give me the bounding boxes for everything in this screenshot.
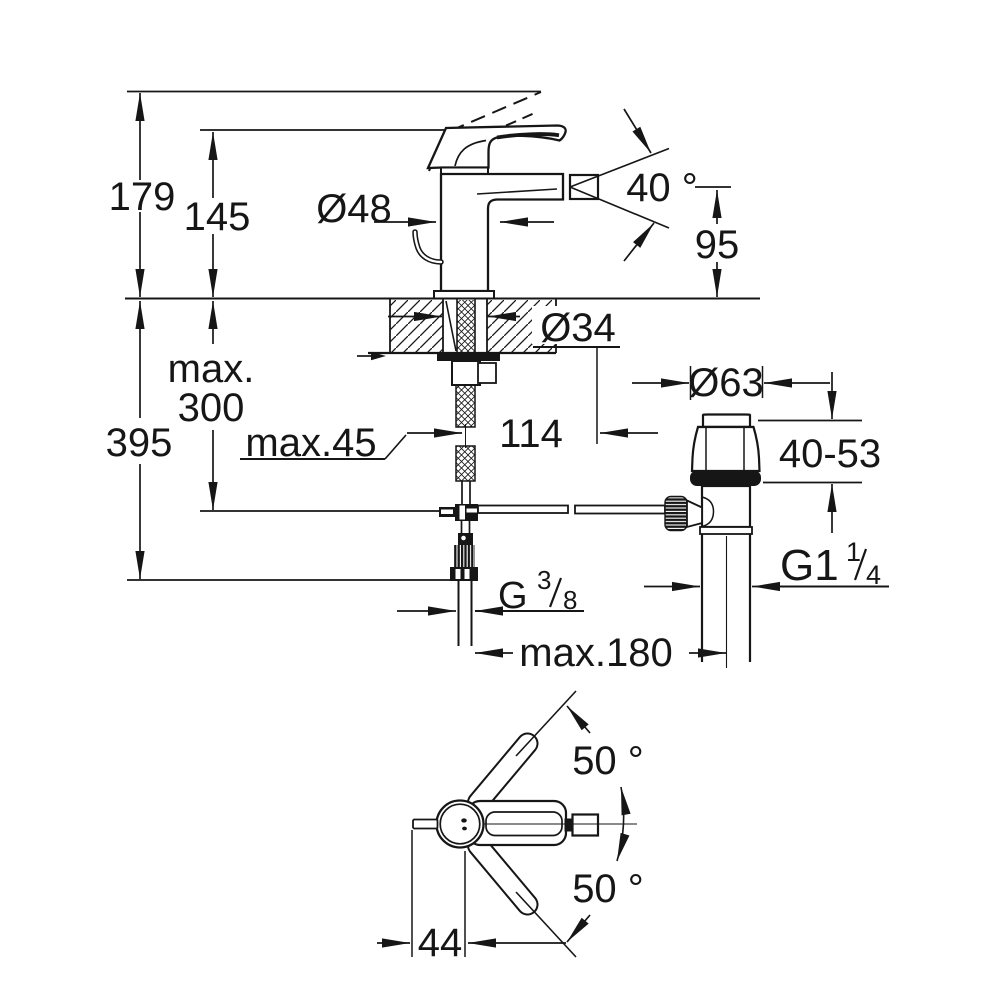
pop-up-rod-top-view	[412, 818, 439, 830]
dim-supply-thread: G 3 8	[498, 565, 577, 617]
dim-spout-to-waste: 114	[499, 412, 563, 456]
svg-text:8: 8	[563, 585, 577, 615]
dim-handle-height: 145	[184, 195, 251, 239]
dim-max-waste-offset: max.180	[519, 631, 672, 675]
svg-text:G1: G1	[780, 541, 839, 590]
horizontal-rod-left	[477, 504, 569, 514]
waste-body	[700, 484, 752, 529]
rod-adjuster-knob	[664, 495, 688, 532]
hose-nut	[477, 362, 497, 384]
horizontal-rod-right	[574, 504, 666, 515]
svg-text:Ø34: Ø34	[540, 306, 616, 350]
dim-height-adjust-range: 40-53	[779, 432, 881, 476]
dim-waste-thread: G1 1 4	[780, 537, 881, 590]
body-and-spout	[433, 172, 565, 300]
pop-up-waste-view	[664, 413, 761, 668]
deck-edge-pointer-icon	[371, 351, 386, 361]
dim-flange-diameter: Ø63	[688, 361, 764, 405]
aerator-top-view	[571, 813, 600, 837]
svg-text:G: G	[498, 575, 528, 617]
knurled-coupling	[454, 545, 475, 567]
svg-text:3: 3	[537, 565, 551, 595]
dim-swing-lower: 50 °	[572, 867, 644, 911]
base-plate	[433, 290, 495, 300]
dim-max-hose-depth: 300	[178, 386, 245, 430]
body-top-view	[435, 799, 485, 849]
dimension-lines	[135, 93, 889, 957]
dim-deck-hole-diameter: Ø34	[532, 306, 624, 350]
dim-max-deck-thickness: max.45	[245, 421, 376, 465]
dimension-labels: 179 145 Ø48 40 ° 95 Ø34 max. 300 395 max…	[106, 166, 882, 965]
pop-up-rod	[412, 229, 444, 265]
dim-body-diameter: Ø48	[316, 187, 392, 231]
dim-swing-upper: 50 °	[572, 739, 644, 783]
dim-rod-to-center: 44	[418, 921, 463, 965]
waste-flange	[690, 425, 761, 473]
lever-handle	[426, 124, 567, 175]
pop-up-linkage	[439, 504, 666, 646]
dim-overall-depth: 395	[106, 421, 173, 465]
locknut-washer	[437, 353, 500, 361]
faucet-top-view	[412, 690, 637, 958]
svg-text:1: 1	[846, 537, 861, 567]
dim-max-word: max.	[168, 347, 255, 391]
hex-nut	[450, 567, 478, 581]
seal-ring	[690, 470, 761, 486]
svg-text:4: 4	[866, 560, 881, 590]
mounting-shank	[437, 299, 500, 386]
dim-spout-angle: 40 °	[626, 166, 698, 210]
flexible-supply-hose	[455, 384, 476, 505]
faucet-side-view	[412, 91, 670, 646]
waste-push-cap	[701, 413, 752, 429]
aerator-outlet	[568, 147, 670, 229]
dim-overall-height: 179	[109, 175, 176, 219]
dim-spout-outlet-height: 95	[695, 223, 740, 267]
